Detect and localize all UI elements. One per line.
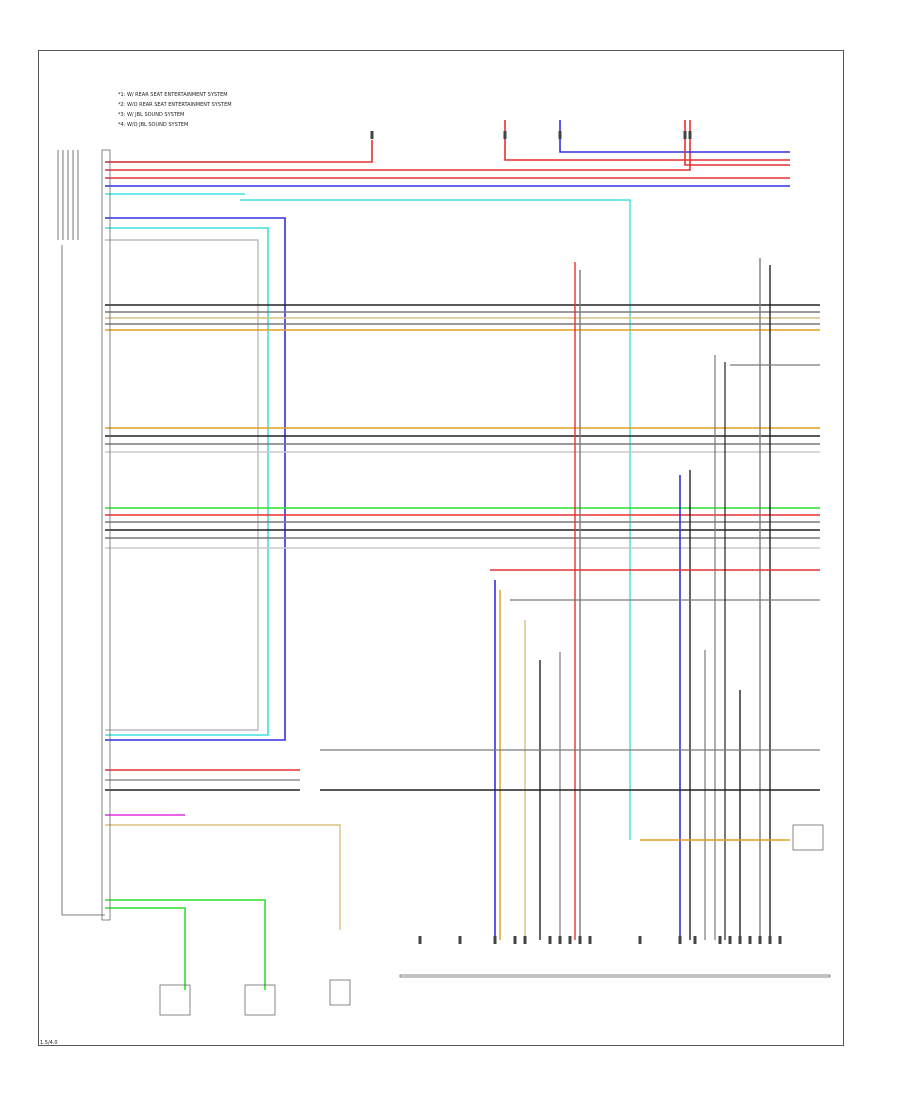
audio-jack-box [329, 979, 351, 1006]
accessory-plug-box [159, 984, 191, 1016]
lower-tan [105, 824, 341, 930]
bottom-pin-5 [548, 936, 552, 944]
top-pin-2 [558, 131, 562, 139]
top-wire-red-1 [105, 140, 373, 163]
bottom-connector-bar [399, 974, 831, 978]
lower-green-2 [105, 907, 186, 990]
top-pin-3 [683, 131, 687, 139]
bottom-pin-2 [493, 936, 497, 944]
legend-line-2: *2: W/O REAR SEAT ENTERTAINMENT SYSTEM [118, 102, 232, 108]
top-pin-1 [503, 131, 507, 139]
camera-box [792, 824, 824, 851]
bottom-pin-19 [778, 936, 782, 944]
legend-line-4: *4: W/O JBL SOUND SYSTEM [118, 122, 189, 128]
top-pin-4 [688, 131, 692, 139]
blue-loop [105, 217, 286, 741]
bottom-pin-0 [418, 936, 422, 944]
page-code: 1.5/4.0 [40, 1040, 58, 1046]
bottom-pin-1 [458, 936, 462, 944]
bottom-pin-3 [513, 936, 517, 944]
bottom-pin-4 [523, 936, 527, 944]
bottom-pin-17 [758, 936, 762, 944]
radio-receiver-pin-column [101, 149, 111, 921]
ltblue-long [240, 199, 631, 840]
bottom-pin-15 [738, 936, 742, 944]
bottom-pin-7 [568, 936, 572, 944]
top-wire-red-4 [504, 120, 790, 161]
ltblue-loop [105, 227, 269, 736]
bottom-pin-18 [768, 936, 772, 944]
top-pin-0 [370, 131, 374, 139]
top-wire-red-5 [684, 120, 790, 166]
bottom-pin-8 [578, 936, 582, 944]
lower-green-1 [105, 899, 266, 990]
bottom-pin-12 [693, 936, 697, 944]
left-ground-line [61, 245, 105, 916]
top-wire-blue-2 [559, 120, 790, 153]
legend-line-1: *1: W/ REAR SEAT ENTERTAINMENT SYSTEM [118, 92, 228, 98]
bottom-pin-10 [638, 936, 642, 944]
bottom-pin-16 [748, 936, 752, 944]
wires-group [57, 120, 820, 990]
bottom-pin-13 [718, 936, 722, 944]
connector-marks-group [101, 131, 831, 1016]
gray-loop [105, 239, 259, 731]
bottom-pin-11 [678, 936, 682, 944]
bottom-pin-14 [728, 936, 732, 944]
diagram-frame [38, 50, 844, 1046]
bottom-pin-6 [558, 936, 562, 944]
bottom-pin-9 [588, 936, 592, 944]
legend-line-3: *3: W/ JBL SOUND SYSTEM [118, 112, 185, 118]
steering-pad-box [244, 984, 276, 1016]
